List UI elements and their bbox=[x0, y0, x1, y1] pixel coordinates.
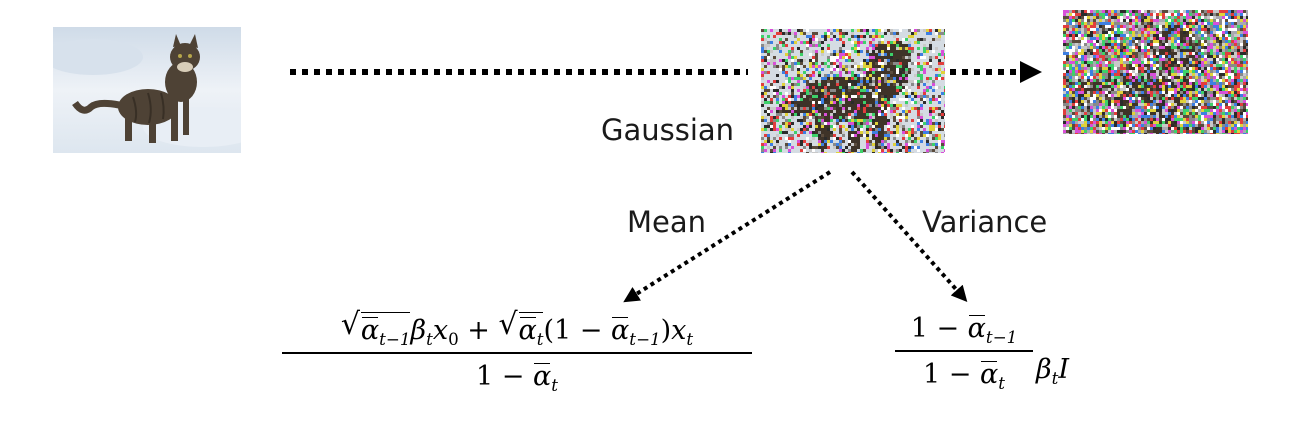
heavily-noised-cat-image bbox=[1063, 10, 1248, 134]
variance-label: Variance bbox=[922, 205, 1048, 239]
variance-formula: 1 − αt−1 1 − αt bbox=[895, 312, 1033, 392]
mean-formula-denominator: 1 − αt bbox=[476, 361, 558, 395]
variance-arrow bbox=[850, 170, 968, 302]
gaussian-label: Gaussian bbox=[601, 113, 735, 147]
mean-formula: √αt−1βtx0 + √αt(1 − αt−1)xt 1 − αt bbox=[282, 307, 752, 395]
variance-formula-multiplier: βtI bbox=[1036, 354, 1070, 388]
partially-noised-cat-image bbox=[761, 29, 945, 153]
mean-label: Mean bbox=[627, 205, 707, 239]
variance-formula-denominator: 1 − αt bbox=[923, 359, 1005, 393]
variance-formula-numerator: 1 − αt−1 bbox=[910, 313, 1018, 347]
mean-formula-numerator: √αt−1βtx0 + √αt(1 − αt−1)xt bbox=[340, 307, 694, 349]
clean-cat-image bbox=[53, 27, 241, 153]
